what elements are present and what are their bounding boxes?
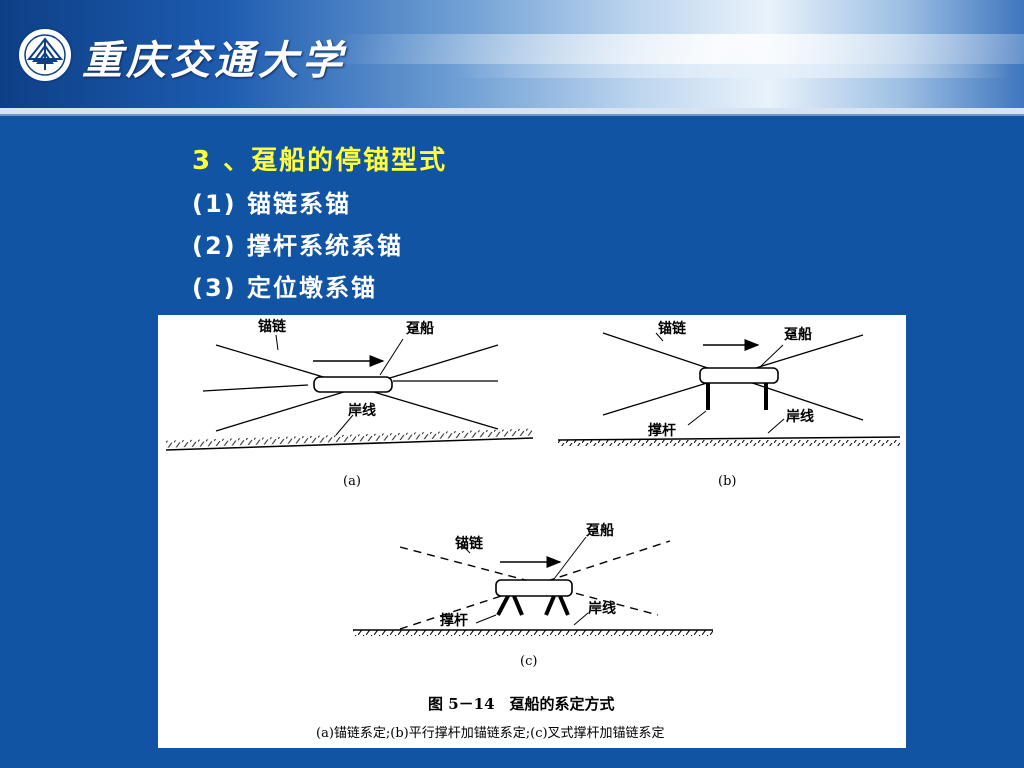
list-item-3: (3) 定位墩系锚 [192, 274, 377, 302]
panel-b: 锚链 趸船 撑杆 岸线 (b) [557, 320, 901, 489]
university-logo-icon [17, 27, 73, 83]
banner-decoration [324, 34, 1024, 64]
label-sub-a: (a) [343, 474, 361, 489]
slide-title: 3 、趸船的停锚型式 [192, 146, 448, 176]
university-name: 重庆交通大学 [82, 37, 346, 84]
label-chain-b: 锚链 [658, 320, 687, 337]
figure-caption-note: (a)锚链系定;(b)平行撑杆加锚链系定;(c)叉式撑杆加锚链系定 [316, 726, 665, 741]
label-shore-b: 岸线 [786, 408, 814, 425]
header-rule [0, 108, 1024, 114]
label-strut-c: 撑杆 [440, 612, 468, 629]
pontoon-shape-c [495, 579, 573, 597]
panel-c: 锚链 趸船 撑杆 岸线 (c) [353, 522, 713, 669]
panel-a: 锚链 趸船 岸线 (a) [165, 318, 534, 489]
header-rule-2 [0, 114, 1024, 116]
label-chain-c: 锚链 [455, 535, 484, 552]
label-pontoon-a: 趸船 [405, 320, 434, 337]
pontoon-shape-a [313, 376, 393, 393]
label-chain-a: 锚链 [258, 318, 287, 335]
list-item-2: (2) 撑杆系统系锚 [192, 232, 403, 260]
list-item-1: (1) 锚链系锚 [192, 190, 351, 218]
figure-caption-title: 图 5－14 趸船的系定方式 [428, 695, 615, 713]
label-strut-b: 撑杆 [648, 422, 676, 439]
label-pontoon-b: 趸船 [783, 326, 812, 343]
label-pontoon-c: 趸船 [585, 522, 614, 539]
mooring-diagram-figure: 锚链 趸船 岸线 (a) 锚链 趸船 撑杆 岸线 (b) [158, 315, 906, 748]
pontoon-shape-b [699, 367, 779, 384]
banner-decoration-2 [450, 64, 1010, 78]
label-shore-a: 岸线 [348, 402, 376, 419]
label-sub-c: (c) [520, 654, 537, 669]
header-banner [0, 0, 1024, 108]
label-sub-b: (b) [718, 474, 736, 489]
label-shore-c: 岸线 [588, 600, 616, 617]
